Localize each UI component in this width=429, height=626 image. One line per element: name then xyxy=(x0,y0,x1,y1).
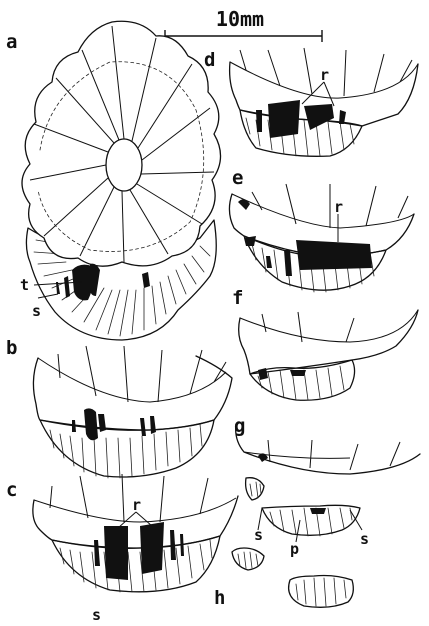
panel-c-septa xyxy=(50,474,208,522)
panel-b-septa xyxy=(58,346,226,402)
panel-label-b: b xyxy=(6,337,17,359)
annotation-r-panel-e: r xyxy=(334,198,343,216)
panel-label-f: f xyxy=(232,287,243,309)
panel-e-septa xyxy=(252,184,408,228)
annotation-s-panel-c: s xyxy=(92,606,101,624)
panel-f-septa xyxy=(262,312,354,342)
panel-h-small-piece xyxy=(232,548,264,570)
annotation-s-panel-a: s xyxy=(32,302,41,320)
panel-f-rim xyxy=(250,360,355,400)
panel-label-h: h xyxy=(214,587,225,609)
annotation-p-panel-g: p xyxy=(290,540,299,558)
panel-h-large-piece xyxy=(289,576,354,608)
annotation-r-panel-c: r xyxy=(132,496,141,514)
panel-g-specimen xyxy=(236,424,420,542)
annotation-s-panel-g-right: s xyxy=(360,530,369,548)
panel-label-c: c xyxy=(6,479,17,501)
panel-f-specimen xyxy=(239,310,418,400)
panel-label-g: g xyxy=(234,415,245,437)
panel-label-e: e xyxy=(232,167,243,189)
panel-f-outline xyxy=(239,310,418,374)
scale-bar: 10mm xyxy=(165,7,322,42)
panel-d-specimen xyxy=(230,48,418,156)
panel-e-traces xyxy=(238,199,372,276)
panel-g-fragment xyxy=(246,478,264,500)
panel-b-rim xyxy=(40,420,214,477)
annotation-t: t xyxy=(20,276,29,294)
panel-label-a: a xyxy=(6,31,17,53)
annotation-s-panel-g-left: s xyxy=(254,526,263,544)
panel-e-specimen xyxy=(229,184,414,292)
panel-g-upper xyxy=(236,424,420,474)
panel-b-outline xyxy=(33,356,232,430)
panel-label-d: d xyxy=(204,49,215,71)
panel-c-specimen xyxy=(33,474,238,592)
annotation-r-panel-d: r xyxy=(320,66,329,84)
panel-a-specimen xyxy=(22,21,221,340)
panel-b-specimen xyxy=(33,346,232,478)
scale-bar-label: 10mm xyxy=(216,7,264,31)
